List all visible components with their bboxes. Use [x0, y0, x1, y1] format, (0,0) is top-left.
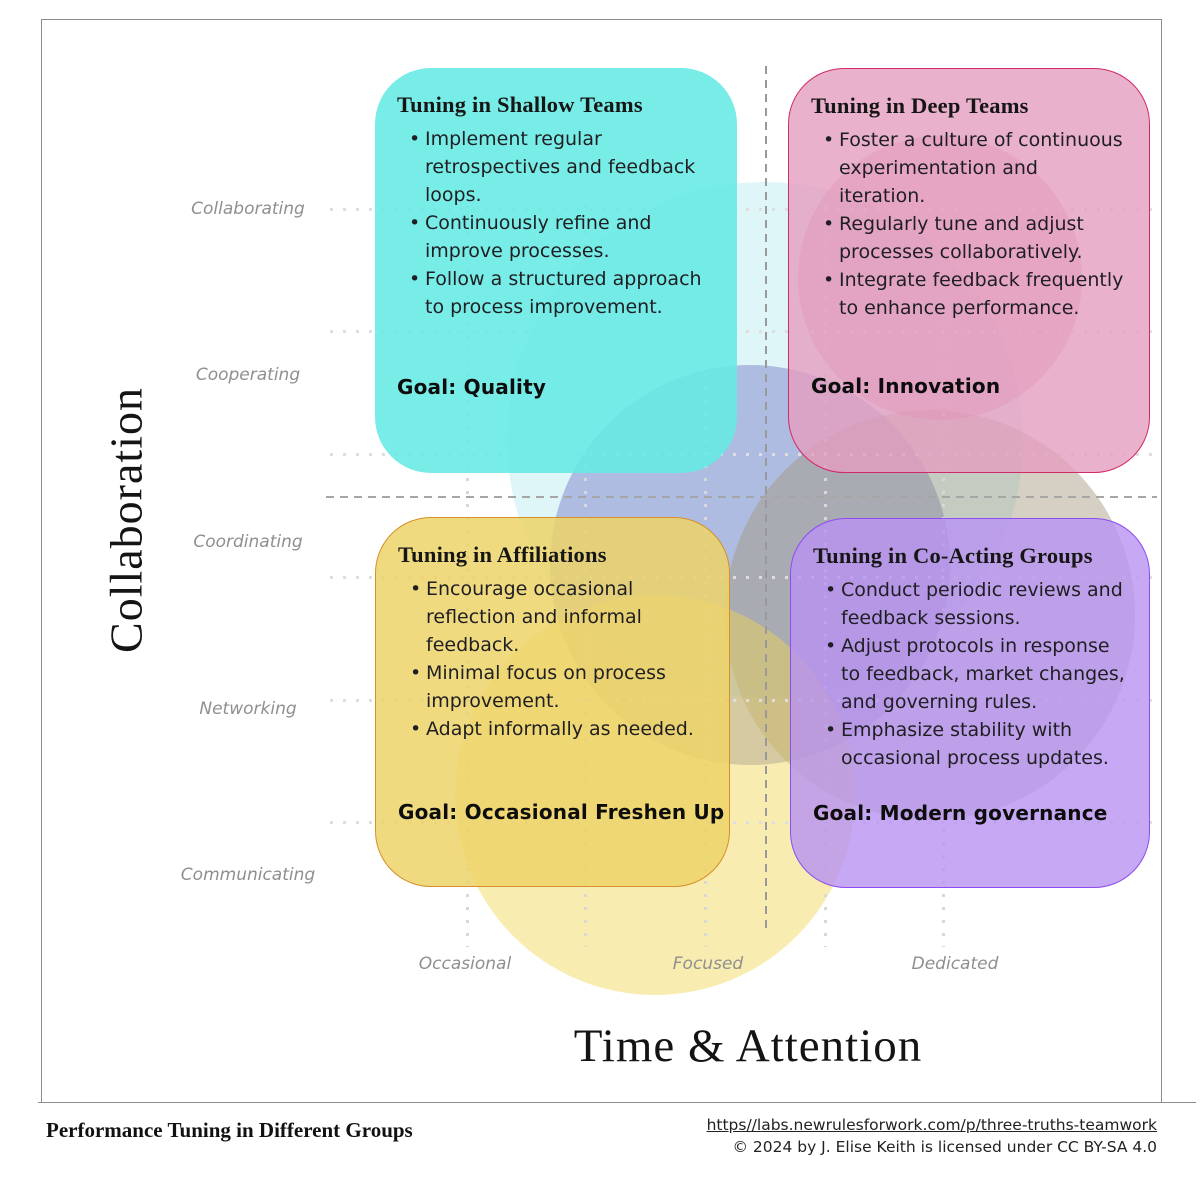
bullet-item: Regularly tune and adjust processes coll… [823, 210, 1129, 266]
quadrant-card-co-acting-groups: Tuning in Co-Acting Groups Conduct perio… [790, 518, 1150, 888]
bullet-item: Encourage occasional reflection and info… [410, 575, 709, 659]
bullet-item: Follow a structured approach to process … [409, 265, 717, 321]
y-tick-networking: Networking [199, 699, 297, 719]
bullet-item: Emphasize stability with occasional proc… [825, 716, 1129, 772]
quadrant-bullet-list: Encourage occasional reflection and info… [398, 575, 709, 743]
quadrant-card-shallow-teams: Tuning in Shallow Teams Implement regula… [375, 68, 737, 473]
gridline-horizontal-dotted [330, 576, 1157, 579]
quadrant-bullet-list: Conduct periodic reviews and feedback se… [813, 576, 1129, 772]
footer-license: © 2024 by J. Elise Keith is licensed und… [732, 1138, 1157, 1156]
gridline-horizontal-dotted [330, 821, 1157, 824]
quadrant-goal: Goal: Innovation [811, 374, 1001, 398]
y-tick-communicating: Communicating [180, 865, 316, 885]
gridline-horizontal-dotted [330, 453, 1157, 456]
gridline-horizontal-dotted [330, 208, 1157, 211]
quadrant-card-affiliations: Tuning in Affiliations Encourage occasio… [375, 517, 730, 887]
y-tick-coordinating: Coordinating [193, 532, 303, 552]
x-tick-dedicated: Dedicated [911, 954, 999, 974]
quadrant-title: Tuning in Co-Acting Groups [813, 543, 1093, 568]
quadrant-goal: Goal: Modern governance [813, 801, 1108, 825]
footer-link[interactable]: https//labs.newrulesforwork.com/p/three-… [706, 1116, 1157, 1134]
x-tick-focused: Focused [672, 954, 744, 974]
bullet-item: Implement regular retrospectives and fee… [409, 125, 717, 209]
gridline-horizontal-dotted [330, 699, 1157, 702]
quadrant-goal: Goal: Occasional Freshen Up [398, 800, 725, 824]
bullet-item: Adapt informally as needed. [410, 715, 709, 743]
quadrant-title: Tuning in Affiliations [398, 542, 607, 567]
bullet-item: Integrate feedback frequently to enhance… [823, 266, 1129, 322]
bullet-item: Foster a culture of continuous experimen… [823, 126, 1129, 210]
gridline-horizontal-dotted [330, 330, 1157, 333]
x-tick-occasional: Occasional [418, 954, 512, 974]
plot-frame [41, 19, 1162, 1103]
footer-title: Performance Tuning in Different Groups [46, 1118, 413, 1142]
bullet-item: Adjust protocols in response to feedback… [825, 632, 1129, 716]
y-tick-cooperating: Cooperating [195, 365, 301, 385]
y-axis-title: Collaboration [100, 387, 152, 653]
quadrant-title: Tuning in Shallow Teams [397, 92, 643, 117]
footer-divider-line [38, 1102, 1196, 1103]
quadrant-divider-horizontal [326, 496, 1157, 498]
x-axis-title: Time & Attention [573, 1020, 923, 1072]
footer-attribution: https//labs.newrulesforwork.com/p/three-… [557, 1114, 1157, 1158]
bullet-item: Continuously refine and improve processe… [409, 209, 717, 265]
quadrant-card-deep-teams: Tuning in Deep Teams Foster a culture of… [788, 68, 1150, 473]
quadrant-bullet-list: Implement regular retrospectives and fee… [397, 125, 717, 321]
quadrant-title: Tuning in Deep Teams [811, 93, 1029, 118]
quadrant-bullet-list: Foster a culture of continuous experimen… [811, 126, 1129, 322]
y-tick-collaborating: Collaborating [191, 199, 305, 219]
bullet-item: Minimal focus on process improvement. [410, 659, 709, 715]
bullet-item: Conduct periodic reviews and feedback se… [825, 576, 1129, 632]
quadrant-goal: Goal: Quality [397, 375, 547, 399]
